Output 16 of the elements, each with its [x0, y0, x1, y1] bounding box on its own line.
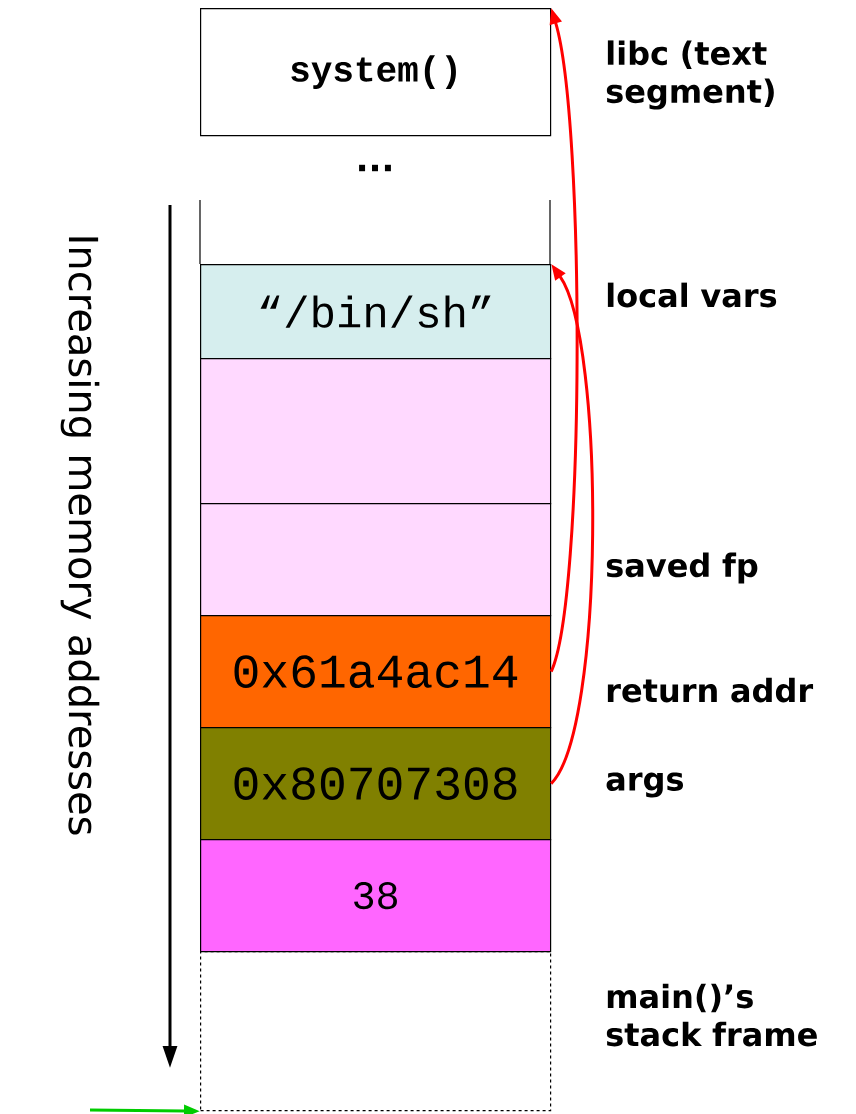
stack-slot: 0x80707308: [200, 727, 552, 841]
axis-label: Increasing memory addresses: [60, 237, 100, 835]
stack-slot: [200, 358, 552, 505]
segment-label: return addr: [607, 677, 814, 703]
stack-slot: [200, 503, 552, 617]
segment-label: saved fp: [606, 552, 758, 584]
function-box: system(): [200, 8, 552, 137]
ellipsis: ...: [359, 164, 391, 172]
stack-slot: 0x61a4ac14: [200, 615, 552, 729]
stack-slot: “/bin/sh”: [200, 264, 552, 360]
segment-label: main()’s stack frame: [606, 983, 817, 1047]
stack-slot: 38: [200, 839, 552, 953]
segment-label: libc (text segment): [606, 40, 774, 110]
segment-label: args: [606, 772, 683, 798]
segment-label: local vars: [607, 282, 777, 308]
stack-frame-box: [200, 951, 552, 1112]
